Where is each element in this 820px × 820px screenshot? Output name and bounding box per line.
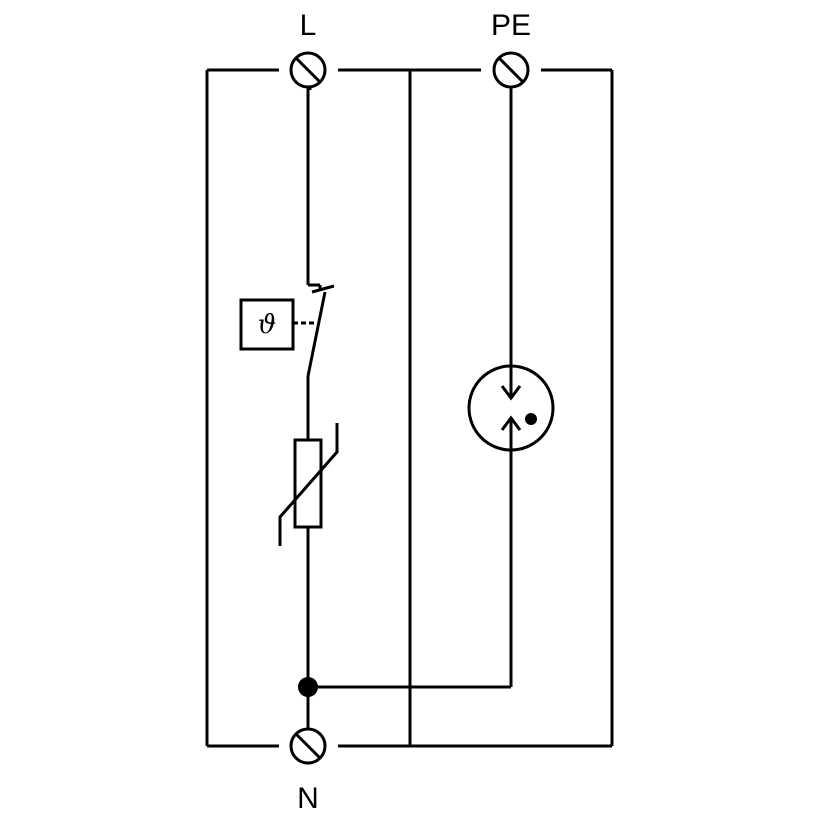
terminal-label-l: L bbox=[300, 9, 317, 42]
varistor-icon bbox=[278, 423, 339, 546]
gas-discharge-tube-icon bbox=[467, 364, 555, 452]
outer-frame-wiring bbox=[205, 68, 614, 748]
terminal-label-n: N bbox=[297, 782, 319, 815]
terminal-n-screw-icon bbox=[289, 727, 327, 765]
line-branch-wiring bbox=[306, 87, 320, 729]
terminal-l-screw-icon bbox=[289, 51, 327, 90]
terminal-pe-screw-icon bbox=[492, 51, 530, 89]
thermal-symbol: ϑ bbox=[258, 310, 277, 340]
terminal-label-pe: PE bbox=[491, 9, 531, 42]
thermal-sensor-box: ϑ bbox=[239, 298, 295, 351]
junction-dot-icon bbox=[298, 677, 318, 697]
neutral-junction bbox=[298, 677, 511, 697]
thermal-disconnector-switch-icon bbox=[293, 284, 335, 377]
